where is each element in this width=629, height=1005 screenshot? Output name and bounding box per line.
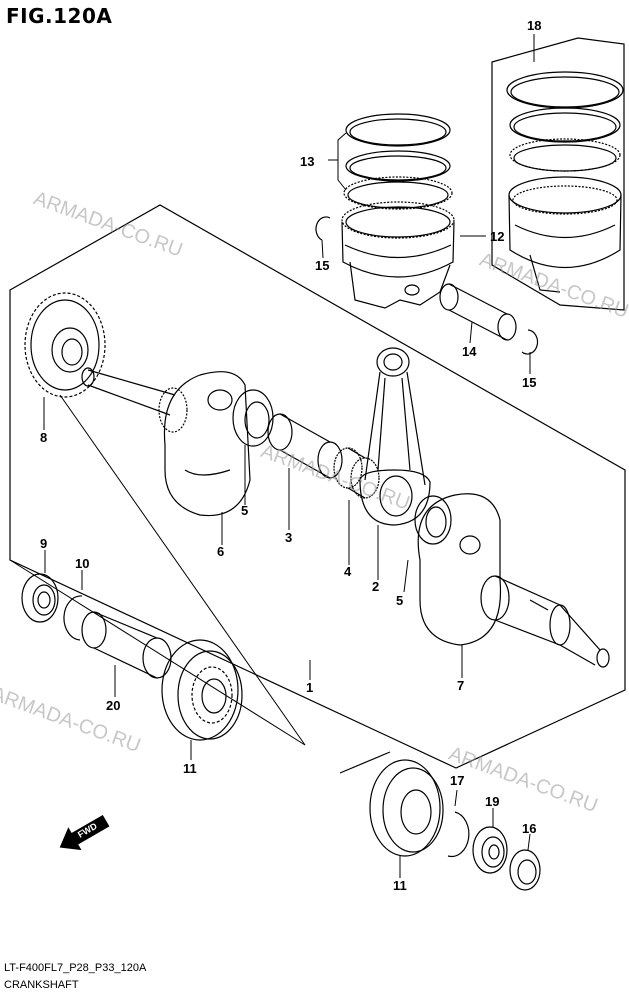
watermark: ARMADA-CO.RU [446, 743, 601, 817]
callout-9: 9 [40, 536, 47, 551]
callout-13: 13 [300, 154, 314, 169]
circlip-17-drawing [447, 811, 470, 858]
callout-2: 2 [372, 579, 379, 594]
callout-7: 7 [457, 678, 464, 693]
callout-6: 6 [217, 544, 224, 559]
piston-set-drawing [506, 71, 624, 293]
connecting-rod-drawing [359, 347, 431, 526]
main-bearing-upper-drawing [161, 639, 243, 741]
callout-8: 8 [40, 430, 47, 445]
drive-gear-drawing [24, 292, 106, 398]
callout-18: 18 [527, 18, 541, 33]
watermark: ARMADA-CO.RU [477, 249, 629, 323]
figure-caption: CRANKSHAFT [4, 979, 79, 991]
figure-title: FIG.120A [6, 4, 113, 28]
callout-11-upper: 11 [183, 761, 197, 776]
piston-set-outline [491, 37, 625, 311]
callout-14: 14 [462, 344, 477, 359]
thrust-washer-right-drawing [414, 495, 452, 545]
callout-10: 10 [75, 556, 89, 571]
callout-3: 3 [285, 530, 292, 545]
oil-seal-drawing [509, 849, 541, 891]
spacer-drawing [81, 611, 172, 679]
needle-bearing-drawing [333, 447, 380, 499]
piston-pin-drawing [439, 283, 517, 341]
callout-5-right: 5 [396, 593, 403, 608]
callout-15-upper: 15 [315, 258, 329, 273]
callout-11-lower: 11 [393, 878, 407, 893]
circlip-lower-drawing [521, 329, 539, 355]
callout-5-left: 5 [241, 503, 248, 518]
piston-rings-drawing [343, 113, 453, 210]
circlip-10-drawing [63, 595, 83, 641]
callout-4: 4 [344, 564, 352, 579]
callout-12: 12 [490, 229, 504, 244]
left-crankshaft-drawing [81, 367, 251, 517]
bearing-small-drawing [21, 573, 59, 623]
fwd-arrow [59, 814, 110, 851]
thrust-washer-left-drawing [232, 389, 274, 447]
watermark: ARMADA-CO.RU [31, 187, 186, 261]
callout-16: 16 [522, 821, 536, 836]
main-bearing-lower-drawing [369, 759, 444, 857]
callout-20: 20 [106, 698, 120, 713]
figure-code: LT-F400FL7_P28_P33_120A [4, 962, 147, 974]
callout-1: 1 [306, 680, 313, 695]
right-crankshaft-drawing [417, 493, 610, 668]
piston-drawing [341, 201, 455, 309]
crank-pin-drawing [267, 413, 343, 479]
leader-lines [9, 34, 535, 878]
circlip-upper-drawing [315, 216, 331, 241]
lower-bracket [339, 751, 391, 774]
bearing-19-drawing [472, 826, 508, 874]
callouts: 18 13 12 15 14 15 8 5 3 6 4 2 5 9 10 1 7… [40, 18, 541, 893]
watermarks: ARMADA-CO.RU ARMADA-CO.RU ARMADA-CO.RU A… [0, 187, 629, 817]
callout-15-lower: 15 [522, 375, 536, 390]
callout-17: 17 [450, 773, 464, 788]
watermark: ARMADA-CO.RU [0, 683, 143, 757]
callout-19: 19 [485, 794, 499, 809]
